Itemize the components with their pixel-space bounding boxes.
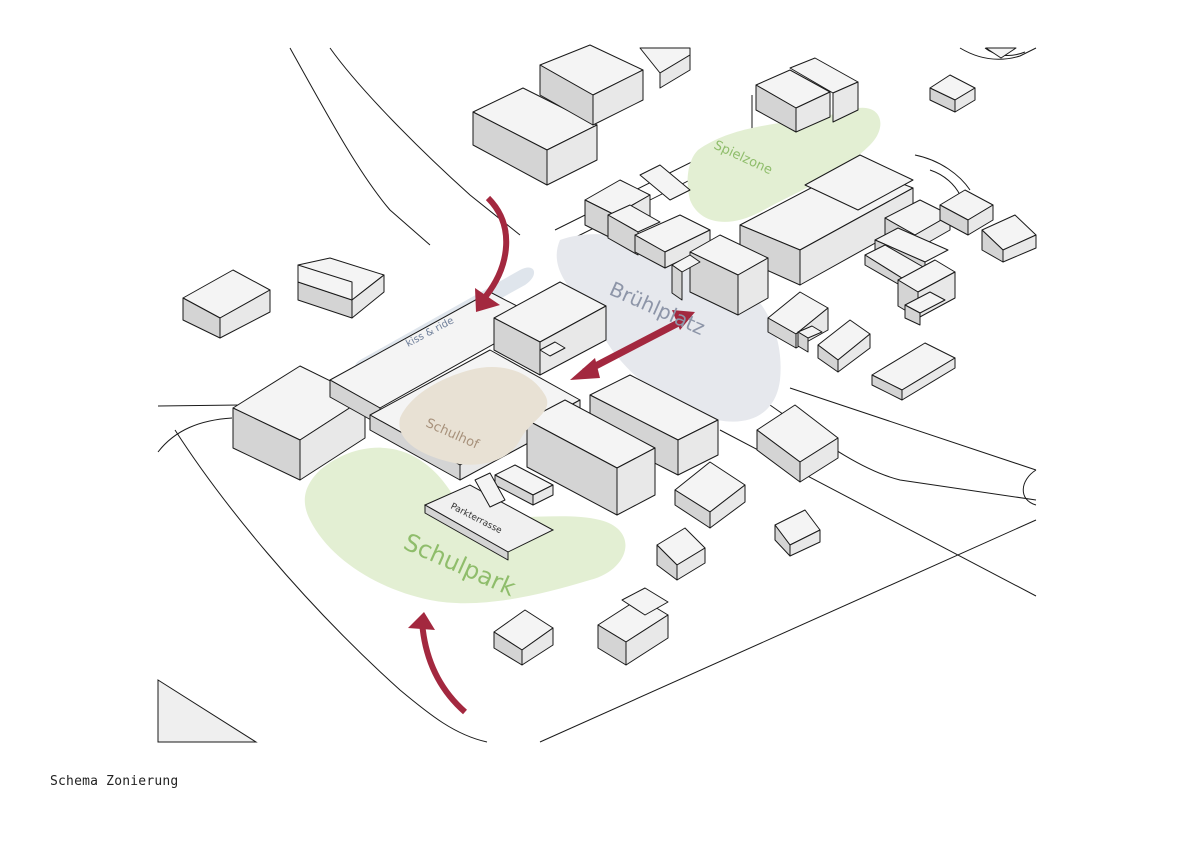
- arrow-south: [419, 621, 467, 715]
- figure-caption: Schema Zonierung: [50, 774, 179, 789]
- spielzone-area: [687, 107, 881, 222]
- ground-patch: [157, 679, 258, 743]
- arrow-plaza-head-1: [570, 358, 600, 380]
- schulhof-area: [399, 367, 548, 465]
- arrow-plaza-head-2: [672, 310, 695, 330]
- access-arrows: [408, 195, 695, 715]
- arrow-south-head: [408, 612, 435, 630]
- arrow-plaza: [582, 316, 686, 376]
- neighbouring-buildings: [182, 44, 1037, 666]
- arrow-north: [483, 195, 510, 298]
- arrow-north-head: [475, 288, 500, 312]
